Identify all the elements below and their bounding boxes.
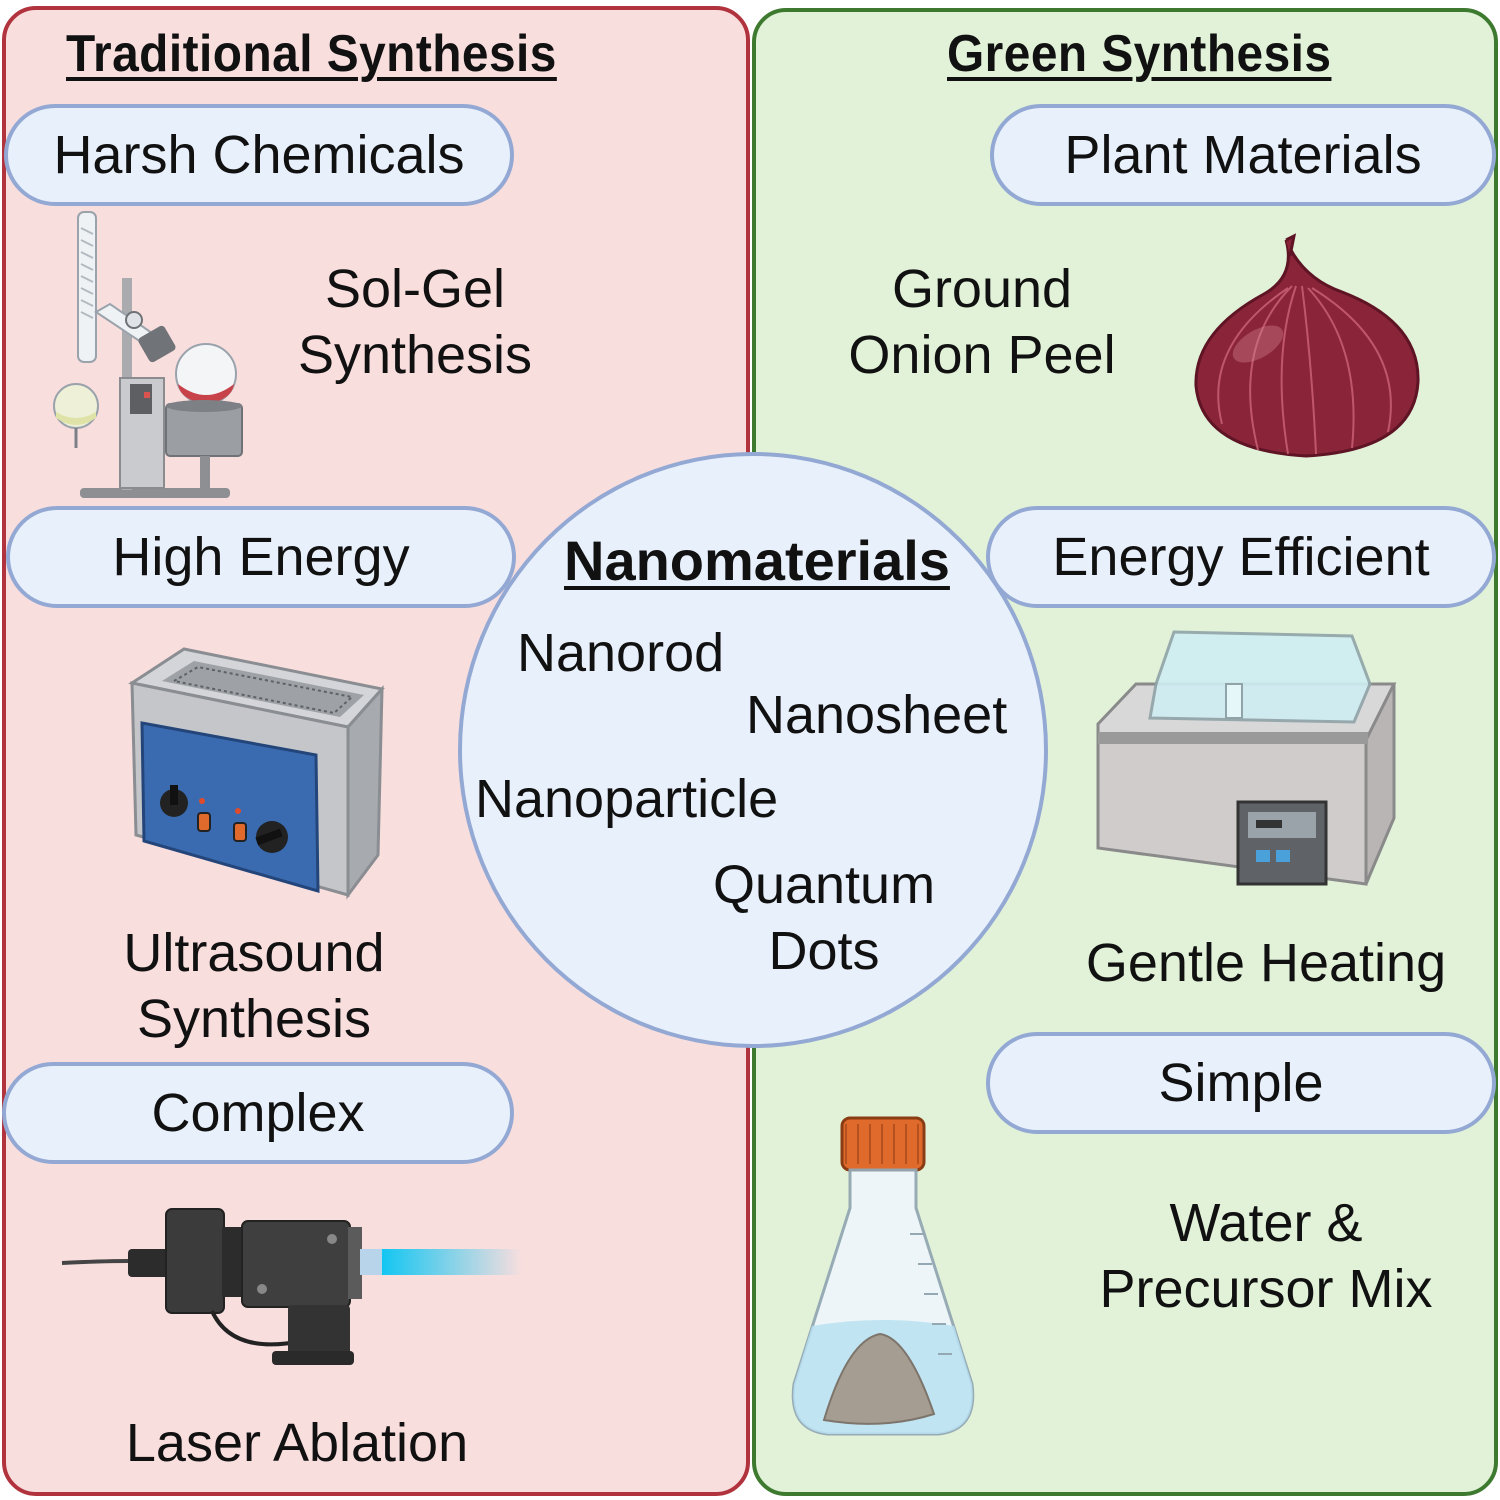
green-synthesis-title: Green Synthesis (947, 25, 1332, 83)
sol-gel-label: Sol-Gel Synthesis (297, 259, 533, 385)
laser-ablation-label: Laser Ablation (125, 1413, 469, 1473)
water-bath-icon (1096, 630, 1397, 886)
high-energy-pill: High Energy (6, 506, 516, 608)
nanorod-label: Nanorod (517, 623, 725, 683)
plant-materials-pill: Plant Materials (990, 104, 1496, 206)
nanosheet-label: Nanosheet (746, 685, 1008, 745)
gentle-heating-label: Gentle Heating (1085, 933, 1447, 993)
simple-pill: Simple (986, 1032, 1496, 1134)
nanoparticle-label: Nanoparticle (475, 769, 779, 829)
rotary-evaporator-icon (53, 211, 243, 498)
ultrasound-label: Ultrasound Synthesis (123, 923, 385, 1049)
traditional-synthesis-title: Traditional Synthesis (66, 25, 557, 83)
water-precursor-label: Water & Precursor Mix (1099, 1193, 1433, 1319)
onion-peel-label: Ground Onion Peel (848, 259, 1116, 385)
ultrasonic-bath-icon (128, 647, 385, 900)
energy-efficient-pill: Energy Efficient (986, 506, 1496, 608)
complex-pill: Complex (2, 1062, 514, 1164)
laser-device-icon (61, 1208, 522, 1365)
nanomaterials-circle (458, 452, 1048, 1048)
quantum-dots-label: Quantum Dots (712, 855, 936, 981)
erlenmeyer-flask-icon (791, 1116, 975, 1436)
nanomaterials-title: Nanomaterials (564, 529, 950, 592)
red-onion-icon (1194, 233, 1420, 458)
harsh-chemicals-pill: Harsh Chemicals (4, 104, 514, 206)
